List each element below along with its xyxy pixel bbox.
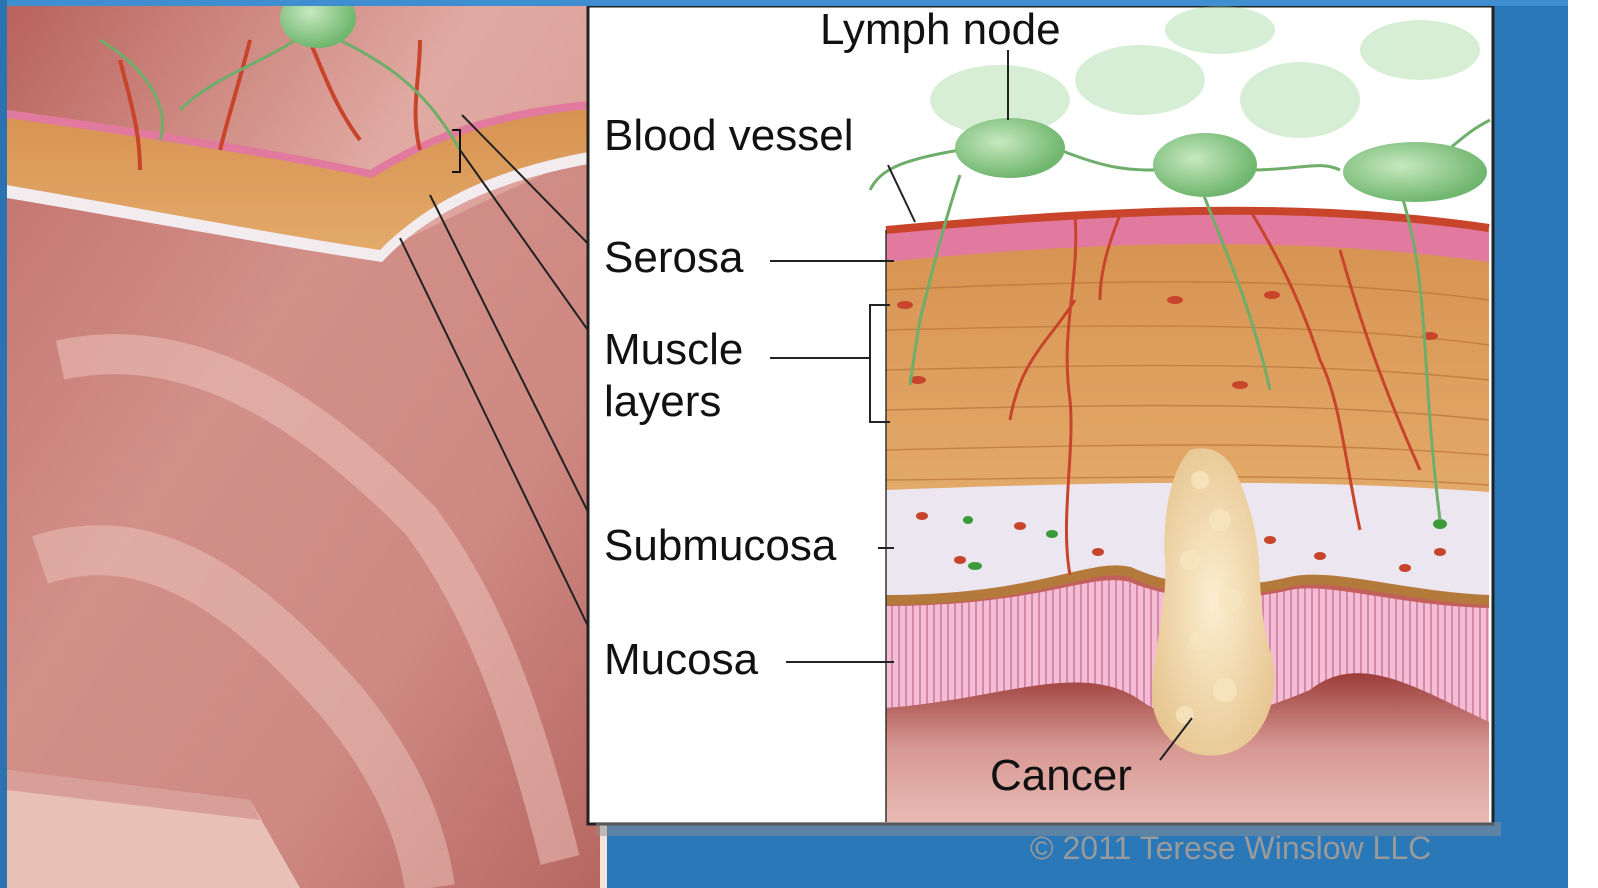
label-muscle-line2: layers [604, 378, 721, 426]
lymph-node-icon [955, 118, 1065, 178]
right-edge [1568, 0, 1598, 888]
lymph-node-icon [1153, 133, 1257, 197]
label-cancer: Cancer [990, 752, 1132, 800]
label-lymph-node: Lymph node [820, 6, 1061, 54]
copyright-notice: © 2011 Terese Winslow LLC [1030, 830, 1431, 867]
label-muscle-line1: Muscle [604, 326, 743, 374]
top-edge [0, 0, 1598, 6]
label-mucosa: Mucosa [604, 636, 758, 684]
stomach-cutaway [7, 0, 607, 888]
lymph-node-icon [1343, 142, 1487, 202]
label-serosa: Serosa [604, 234, 743, 282]
label-submucosa: Submucosa [604, 522, 836, 570]
label-blood-vessel: Blood vessel [604, 112, 853, 160]
left-edge [0, 0, 7, 888]
